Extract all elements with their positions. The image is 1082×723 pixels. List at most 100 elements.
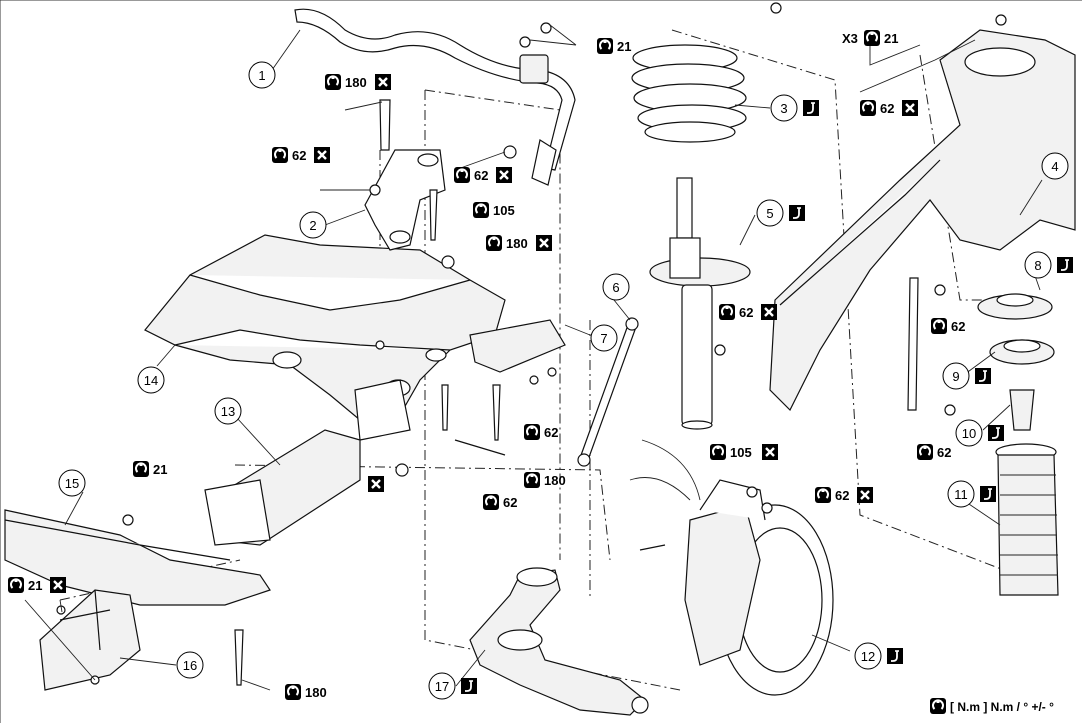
replace-x-icon (759, 302, 779, 322)
top-mount (977, 293, 1053, 320)
torque-wrench-icon (284, 683, 302, 701)
callout-1: 1 (248, 61, 276, 89)
replace-x-icon (373, 72, 393, 92)
callout-5: 5 (756, 199, 784, 227)
replace-x-icon (760, 442, 780, 462)
torque-62-e: 62 (930, 317, 965, 335)
svg-text:105: 105 (493, 203, 515, 218)
svg-text:4: 4 (1051, 159, 1058, 174)
strut (649, 177, 751, 430)
svg-text:X3: X3 (842, 31, 858, 46)
callouts: 1 2 3 4 5 6 7 8 9 10 11 12 13 14 15 16 1… (58, 61, 1069, 700)
bolts (56, 2, 1007, 686)
svg-text:21: 21 (884, 31, 898, 46)
svg-text:15: 15 (65, 476, 79, 491)
svg-text:105: 105 (730, 445, 752, 460)
lower-wishbone (469, 567, 649, 716)
lubricate-icon (886, 647, 904, 665)
torque-wrench-icon (596, 37, 614, 55)
torque-21-mid: 21 (132, 460, 167, 478)
torque-21-x3: X3 21 (842, 29, 898, 47)
torque-62-f: 62 (523, 423, 558, 441)
torque-wrench-icon (482, 493, 500, 511)
callout-14: 14 (137, 366, 165, 394)
torque-21-left: 21 (7, 575, 68, 595)
torque-wrench-icon (472, 201, 490, 219)
callout-6: 6 (602, 273, 630, 301)
torque-labels: 21 X3 21 180 62 62 62 (7, 29, 965, 701)
torque-180-c: 180 (523, 471, 566, 489)
torque-wrench-icon (324, 73, 342, 91)
front-subframe (144, 234, 566, 441)
torque-wrench-icon (523, 471, 541, 489)
lubricate-icon (460, 677, 478, 695)
torque-wrench-icon (859, 99, 877, 117)
bracket (364, 149, 446, 251)
svg-text:11: 11 (954, 487, 968, 502)
svg-text:21: 21 (617, 39, 631, 54)
svg-text:21: 21 (28, 578, 42, 593)
svg-text:62: 62 (474, 168, 488, 183)
svg-text:14: 14 (144, 373, 158, 388)
svg-text:21: 21 (153, 462, 167, 477)
torque-wrench-icon (916, 443, 934, 461)
legend-text: [ N.m ] N.m / ° +/- ° (950, 700, 1054, 714)
callout-7: 7 (590, 324, 618, 352)
torque-105-b: 105 (709, 442, 780, 462)
torque-180-b: 180 (485, 233, 554, 253)
callout-10: 10 (955, 419, 983, 447)
svg-text:180: 180 (506, 236, 528, 251)
torque-180-a: 180 (324, 72, 393, 92)
svg-text:62: 62 (951, 319, 965, 334)
torque-wrench-icon (485, 234, 503, 252)
replace-x-icon (494, 165, 514, 185)
replace-x-icon (855, 485, 875, 505)
torque-21-top: 21 (596, 37, 631, 55)
callout-15: 15 (58, 469, 86, 497)
strap (907, 277, 919, 411)
torque-wrench-icon (132, 460, 150, 478)
torque-62-d: 62 (718, 302, 779, 322)
callout-16: 16 (176, 651, 204, 679)
svg-text:6: 6 (612, 280, 619, 295)
callout-3: 3 (770, 94, 798, 122)
torque-62-i: 62 (916, 443, 951, 461)
torque-wrench-icon (718, 303, 736, 321)
leader-lines (24, 24, 1043, 691)
anti-roll-bar (294, 8, 576, 186)
bearing (989, 339, 1055, 365)
callout-4: 4 (1041, 152, 1069, 180)
svg-text:1: 1 (258, 68, 265, 83)
svg-text:5: 5 (766, 206, 773, 221)
body-rail (769, 29, 1076, 412)
front-beam (4, 509, 271, 606)
callout-9: 9 (942, 362, 970, 390)
svg-text:62: 62 (937, 445, 951, 460)
svg-text:9: 9 (952, 369, 959, 384)
bump-stop (1009, 389, 1035, 431)
coil-spring (631, 44, 747, 143)
torque-wrench-icon (271, 146, 289, 164)
svg-text:8: 8 (1034, 258, 1041, 273)
torque-wrench-icon (7, 576, 25, 594)
torque-wrench-icon (929, 697, 947, 715)
svg-text:12: 12 (861, 649, 875, 664)
torque-wrench-icon (930, 317, 948, 335)
svg-text:17: 17 (435, 679, 449, 694)
lubricate-icon (802, 99, 820, 117)
torque-62-c: 62 (453, 165, 514, 185)
svg-text:13: 13 (221, 404, 235, 419)
replace-x-icon (48, 575, 68, 595)
callout-8: 8 (1024, 251, 1052, 279)
torque-62-g: 62 (482, 493, 517, 511)
svg-text:180: 180 (305, 685, 327, 700)
svg-text:62: 62 (503, 495, 517, 510)
callout-12: 12 (854, 642, 882, 670)
torque-62-a: 62 (859, 98, 920, 118)
torque-62-b: 62 (271, 145, 332, 165)
torque-62-h: 62 (814, 485, 875, 505)
replace-x-icon (366, 474, 386, 494)
replace-x-icon (900, 98, 920, 118)
callout-2: 2 (299, 211, 327, 239)
